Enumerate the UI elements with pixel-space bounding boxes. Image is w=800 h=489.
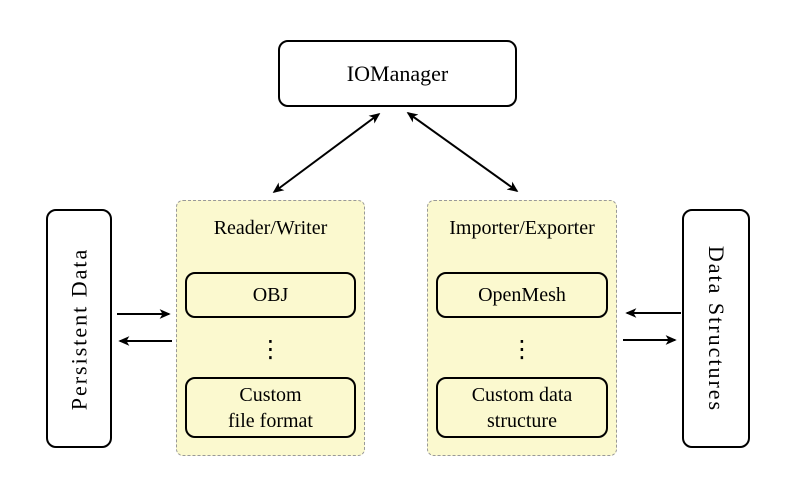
vertical-ellipsis-icon: ⋮ bbox=[258, 335, 283, 363]
openmesh-label: OpenMesh bbox=[478, 284, 566, 306]
vertical-ellipsis-icon: ⋮ bbox=[510, 335, 534, 363]
custom-data-structure-line1: Custom data bbox=[471, 383, 573, 406]
custom-data-structure-line2: structure bbox=[487, 409, 557, 432]
openmesh-box: OpenMesh bbox=[436, 272, 608, 318]
custom-data-structure-box: Custom data structure bbox=[436, 377, 608, 438]
custom-file-format-box: Custom file format bbox=[185, 377, 356, 438]
custom-file-format-line2: file format bbox=[228, 409, 313, 432]
data-structures-box: Data Structures bbox=[682, 209, 750, 448]
persistent-data-label: Persistent Data bbox=[66, 247, 91, 410]
importer-exporter-label: Importer/Exporter bbox=[449, 217, 595, 239]
reader-writer-label: Reader/Writer bbox=[213, 217, 328, 239]
iomanager-label: IOManager bbox=[346, 60, 449, 86]
obj-box: OBJ bbox=[185, 272, 356, 318]
persistent-data-box: Persistent Data bbox=[46, 209, 112, 448]
data-structures-label: Data Structures bbox=[704, 245, 730, 412]
iomanager-box: IOManager bbox=[278, 40, 517, 107]
double-arrow-iomanager-reader-writer bbox=[272, 113, 381, 193]
reader-writer-panel: Reader/Writer OBJ ⋮ Custom file format bbox=[176, 200, 365, 456]
importer-exporter-panel: Importer/Exporter OpenMesh ⋮ Custom data… bbox=[427, 200, 617, 456]
double-arrow-iomanager-importer-exporter bbox=[406, 112, 519, 192]
custom-file-format-line1: Custom bbox=[239, 383, 302, 406]
obj-label: OBJ bbox=[252, 284, 289, 306]
